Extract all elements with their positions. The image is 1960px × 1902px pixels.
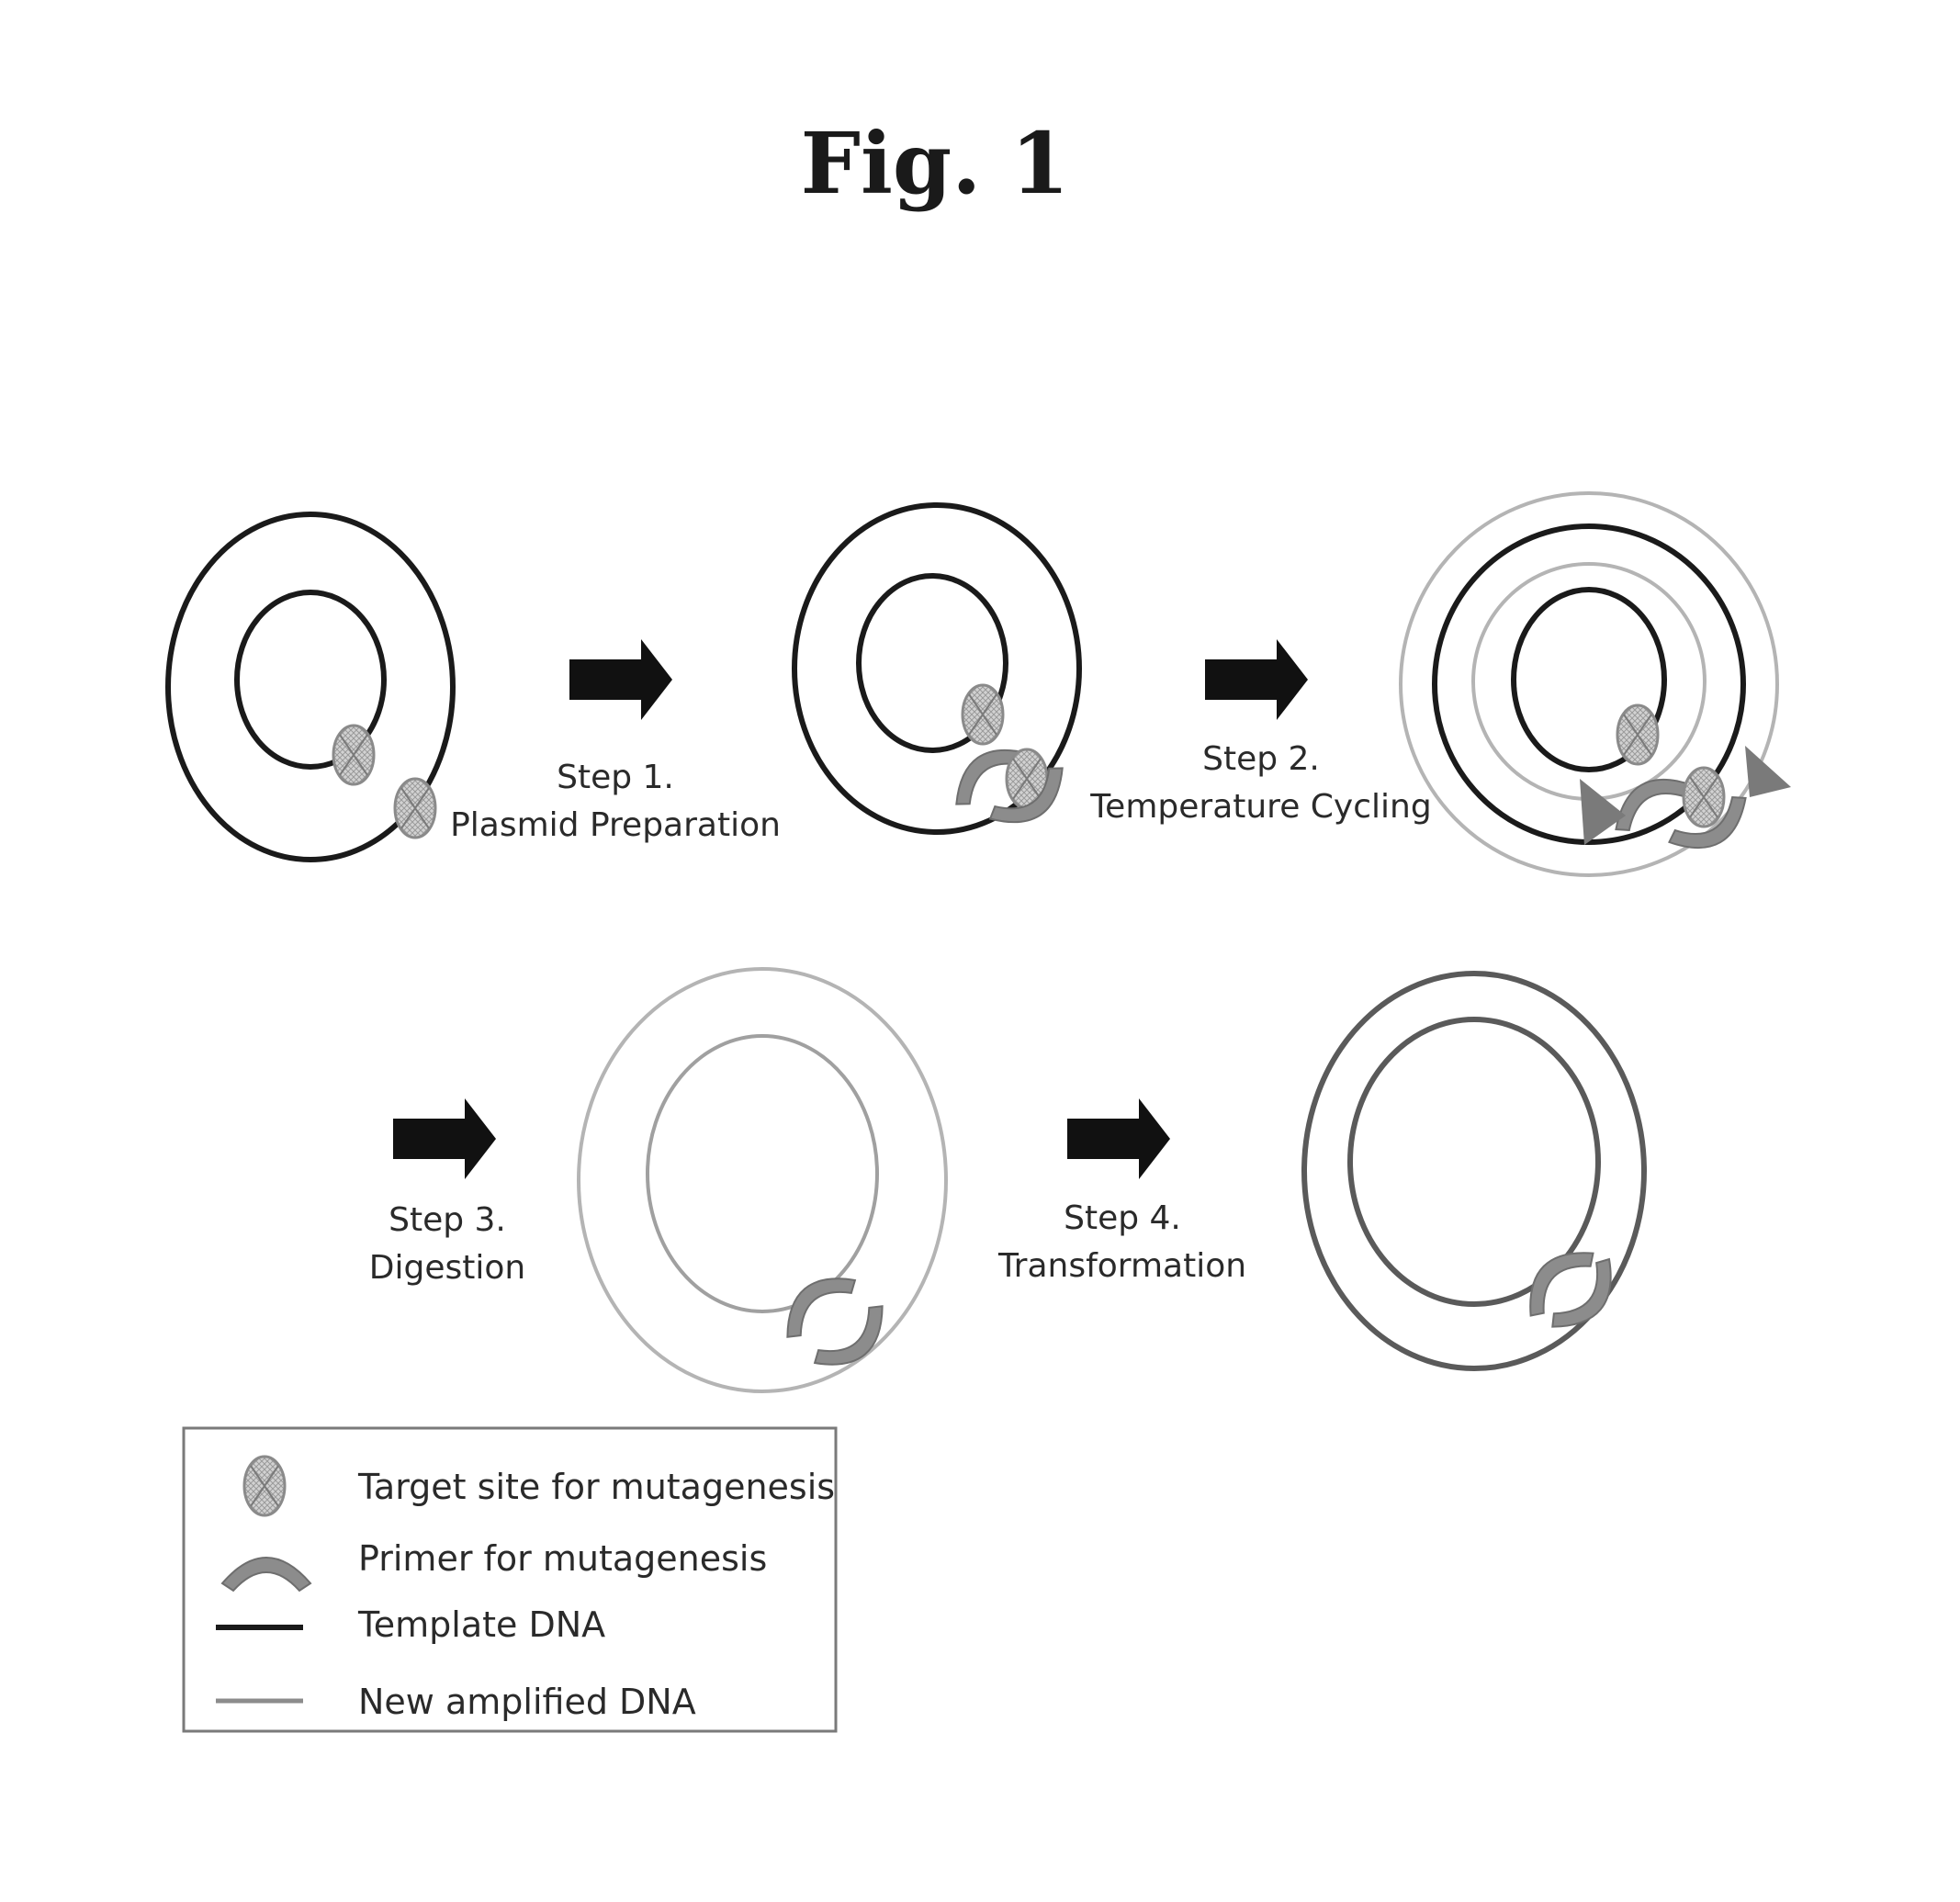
- target-site-icon: [244, 1457, 285, 1515]
- target-site-icon: [1617, 705, 1658, 764]
- primer-icon: [771, 1261, 860, 1343]
- step-4-label: Step 4.: [1064, 1199, 1181, 1237]
- step-3-name: Digestion: [369, 1249, 525, 1287]
- step-1-label: Step 1.: [557, 759, 674, 796]
- extension-arrowhead: [1580, 779, 1626, 845]
- step-2-label: Step 2.: [1202, 740, 1320, 778]
- step-1-name: Plasmid Preparation: [450, 806, 781, 844]
- figure-title: Fig. 1: [801, 114, 1070, 213]
- primer-icon: [810, 1300, 899, 1382]
- legend-item-new-dna: New amplified DNA: [358, 1682, 696, 1722]
- target-site-icon: [1684, 768, 1724, 827]
- plasmid-digested: [579, 969, 946, 1391]
- legend-item-template-dna: Template DNA: [357, 1604, 605, 1645]
- step-arrow-3: [393, 1098, 496, 1179]
- legend-item-primer: Primer for mutagenesis: [358, 1538, 767, 1579]
- extension-arrowhead: [1745, 746, 1791, 797]
- step-2-name: Temperature Cycling: [1089, 788, 1431, 826]
- legend-item-target-site: Target site for mutagenesis: [357, 1467, 835, 1507]
- target-site-icon: [333, 726, 374, 784]
- plasmid-amplification: [1401, 493, 1791, 875]
- step-arrow-4: [1067, 1098, 1170, 1179]
- step-arrow-2: [1205, 639, 1308, 720]
- legend: Target site for mutagenesis Primer for m…: [184, 1428, 836, 1731]
- step-arrow-1: [569, 639, 672, 720]
- step-3-label: Step 3.: [389, 1201, 506, 1239]
- step-4-name: Transformation: [997, 1247, 1246, 1285]
- target-site-icon: [395, 779, 435, 838]
- plasmid-template: [168, 514, 453, 860]
- plasmid-primers-annealed: [794, 505, 1079, 839]
- primer-icon: [1603, 763, 1695, 836]
- target-site-icon: [963, 685, 1003, 744]
- plasmid-transformed: [1304, 974, 1644, 1368]
